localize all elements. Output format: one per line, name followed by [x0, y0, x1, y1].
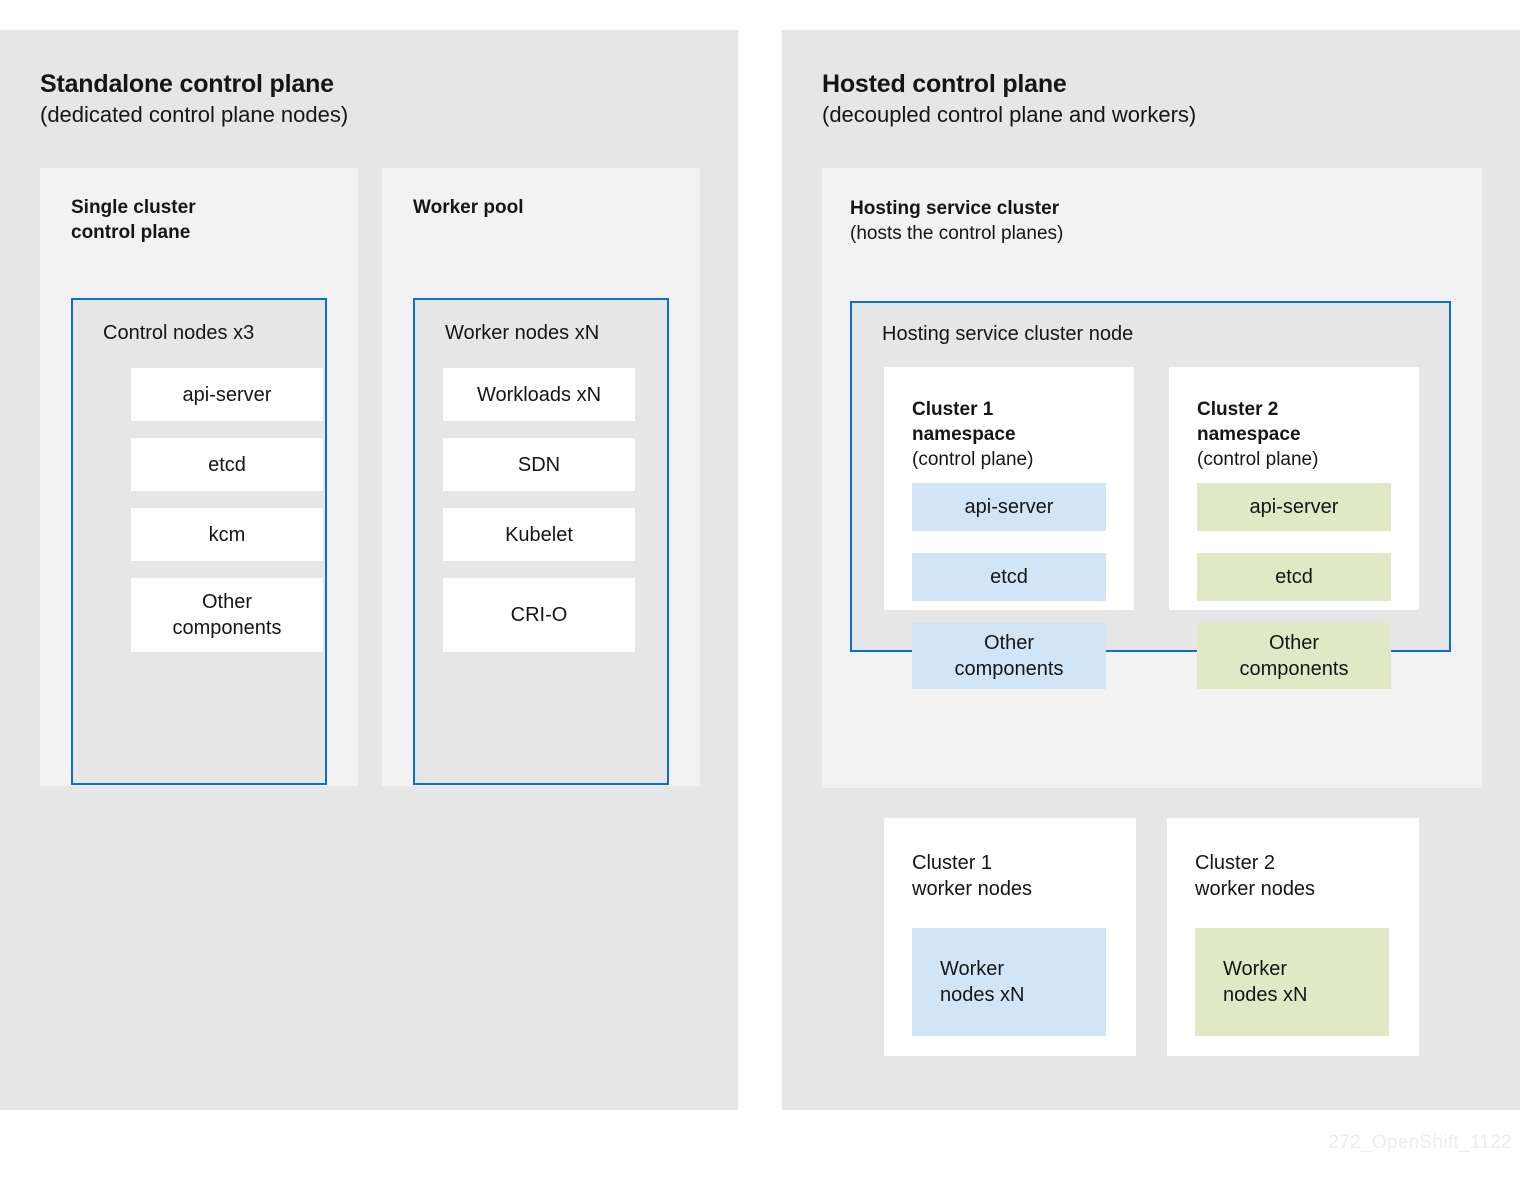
worker-nodes-label: Worker nodes xN	[445, 322, 600, 344]
single-cluster-control-plane-title: Single cluster control plane	[71, 197, 196, 243]
hosting-service-cluster-title: Hosting service cluster	[850, 198, 1060, 219]
single-cluster-control-plane-card: Single cluster control plane Control nod…	[40, 168, 358, 786]
watermark-label: 272_OpenShift_1122	[1328, 1132, 1512, 1153]
component-chip-kubelet: Kubelet	[443, 508, 635, 561]
component-chip-kcm: kcm	[131, 508, 323, 561]
component-chip-sdn: SDN	[443, 438, 635, 491]
cluster-1-chip-etcd: etcd	[912, 553, 1106, 601]
cluster-2-chip-other-components: Other components	[1197, 623, 1391, 689]
hosted-heading: Hosted control plane (decoupled control …	[822, 68, 1196, 130]
cluster-2-worker-nodes-title: Cluster 2 worker nodes	[1195, 852, 1316, 900]
component-chip-workloads: Workloads xN	[443, 368, 635, 421]
standalone-subtitle: (dedicated control plane nodes)	[40, 102, 349, 127]
control-nodes-label: Control nodes x3	[103, 322, 255, 344]
hosting-service-cluster-node-box: Hosting service cluster node Cluster 1 n…	[850, 301, 1451, 689]
standalone-control-plane-panel: Standalone control plane (dedicated cont…	[0, 30, 738, 1110]
component-chip-etcd: etcd	[131, 438, 323, 491]
cluster-1-worker-nodes-title: Cluster 1 worker nodes	[912, 852, 1033, 900]
hosting-service-cluster-subtitle: (hosts the control planes)	[850, 223, 1064, 244]
cluster-1-chip-api-server: api-server	[912, 483, 1106, 531]
hosted-title: Hosted control plane	[822, 70, 1067, 98]
cluster-1-namespace-title: Cluster 1 namespace	[912, 399, 1016, 445]
worker-nodes-box: Worker nodes xN Workloads xN SDN Kubelet…	[413, 298, 669, 785]
cluster-2-worker-nodes-card: Cluster 2 worker nodes Worker nodes xN	[1167, 818, 1419, 1056]
cluster-1-namespace-subtitle: (control plane)	[912, 449, 1034, 470]
hosting-service-cluster-node-label: Hosting service cluster node	[882, 323, 1134, 345]
hosted-subtitle: (decoupled control plane and workers)	[822, 102, 1197, 127]
component-chip-api-server: api-server	[131, 368, 323, 421]
cluster-2-namespace-title: Cluster 2 namespace	[1197, 399, 1301, 445]
cluster-2-worker-nodes-chip: Worker nodes xN	[1195, 928, 1389, 1036]
hosting-service-cluster-card: Hosting service cluster (hosts the contr…	[822, 168, 1482, 788]
standalone-title: Standalone control plane	[40, 70, 334, 98]
cluster-2-chip-api-server: api-server	[1197, 483, 1391, 531]
cluster-1-namespace-card: Cluster 1 namespace (control plane) api-…	[884, 367, 1134, 689]
worker-pool-title: Worker pool	[413, 197, 524, 218]
cluster-1-chip-other-components: Other components	[912, 623, 1106, 689]
cluster-1-worker-nodes-chip: Worker nodes xN	[912, 928, 1106, 1036]
standalone-heading: Standalone control plane (dedicated cont…	[40, 68, 348, 130]
worker-pool-card: Worker pool Worker nodes xN Workloads xN…	[382, 168, 700, 786]
control-nodes-box: Control nodes x3 api-server etcd kcm Oth…	[71, 298, 327, 785]
cluster-1-worker-nodes-card: Cluster 1 worker nodes Worker nodes xN	[884, 818, 1136, 1056]
cluster-2-namespace-card: Cluster 2 namespace (control plane) api-…	[1169, 367, 1419, 689]
hosted-control-plane-panel: Hosted control plane (decoupled control …	[782, 30, 1520, 1110]
cluster-2-namespace-subtitle: (control plane)	[1197, 449, 1319, 470]
component-chip-cri-o: CRI-O	[443, 578, 635, 652]
cluster-2-chip-etcd: etcd	[1197, 553, 1391, 601]
component-chip-other-components: Other components	[131, 578, 323, 652]
